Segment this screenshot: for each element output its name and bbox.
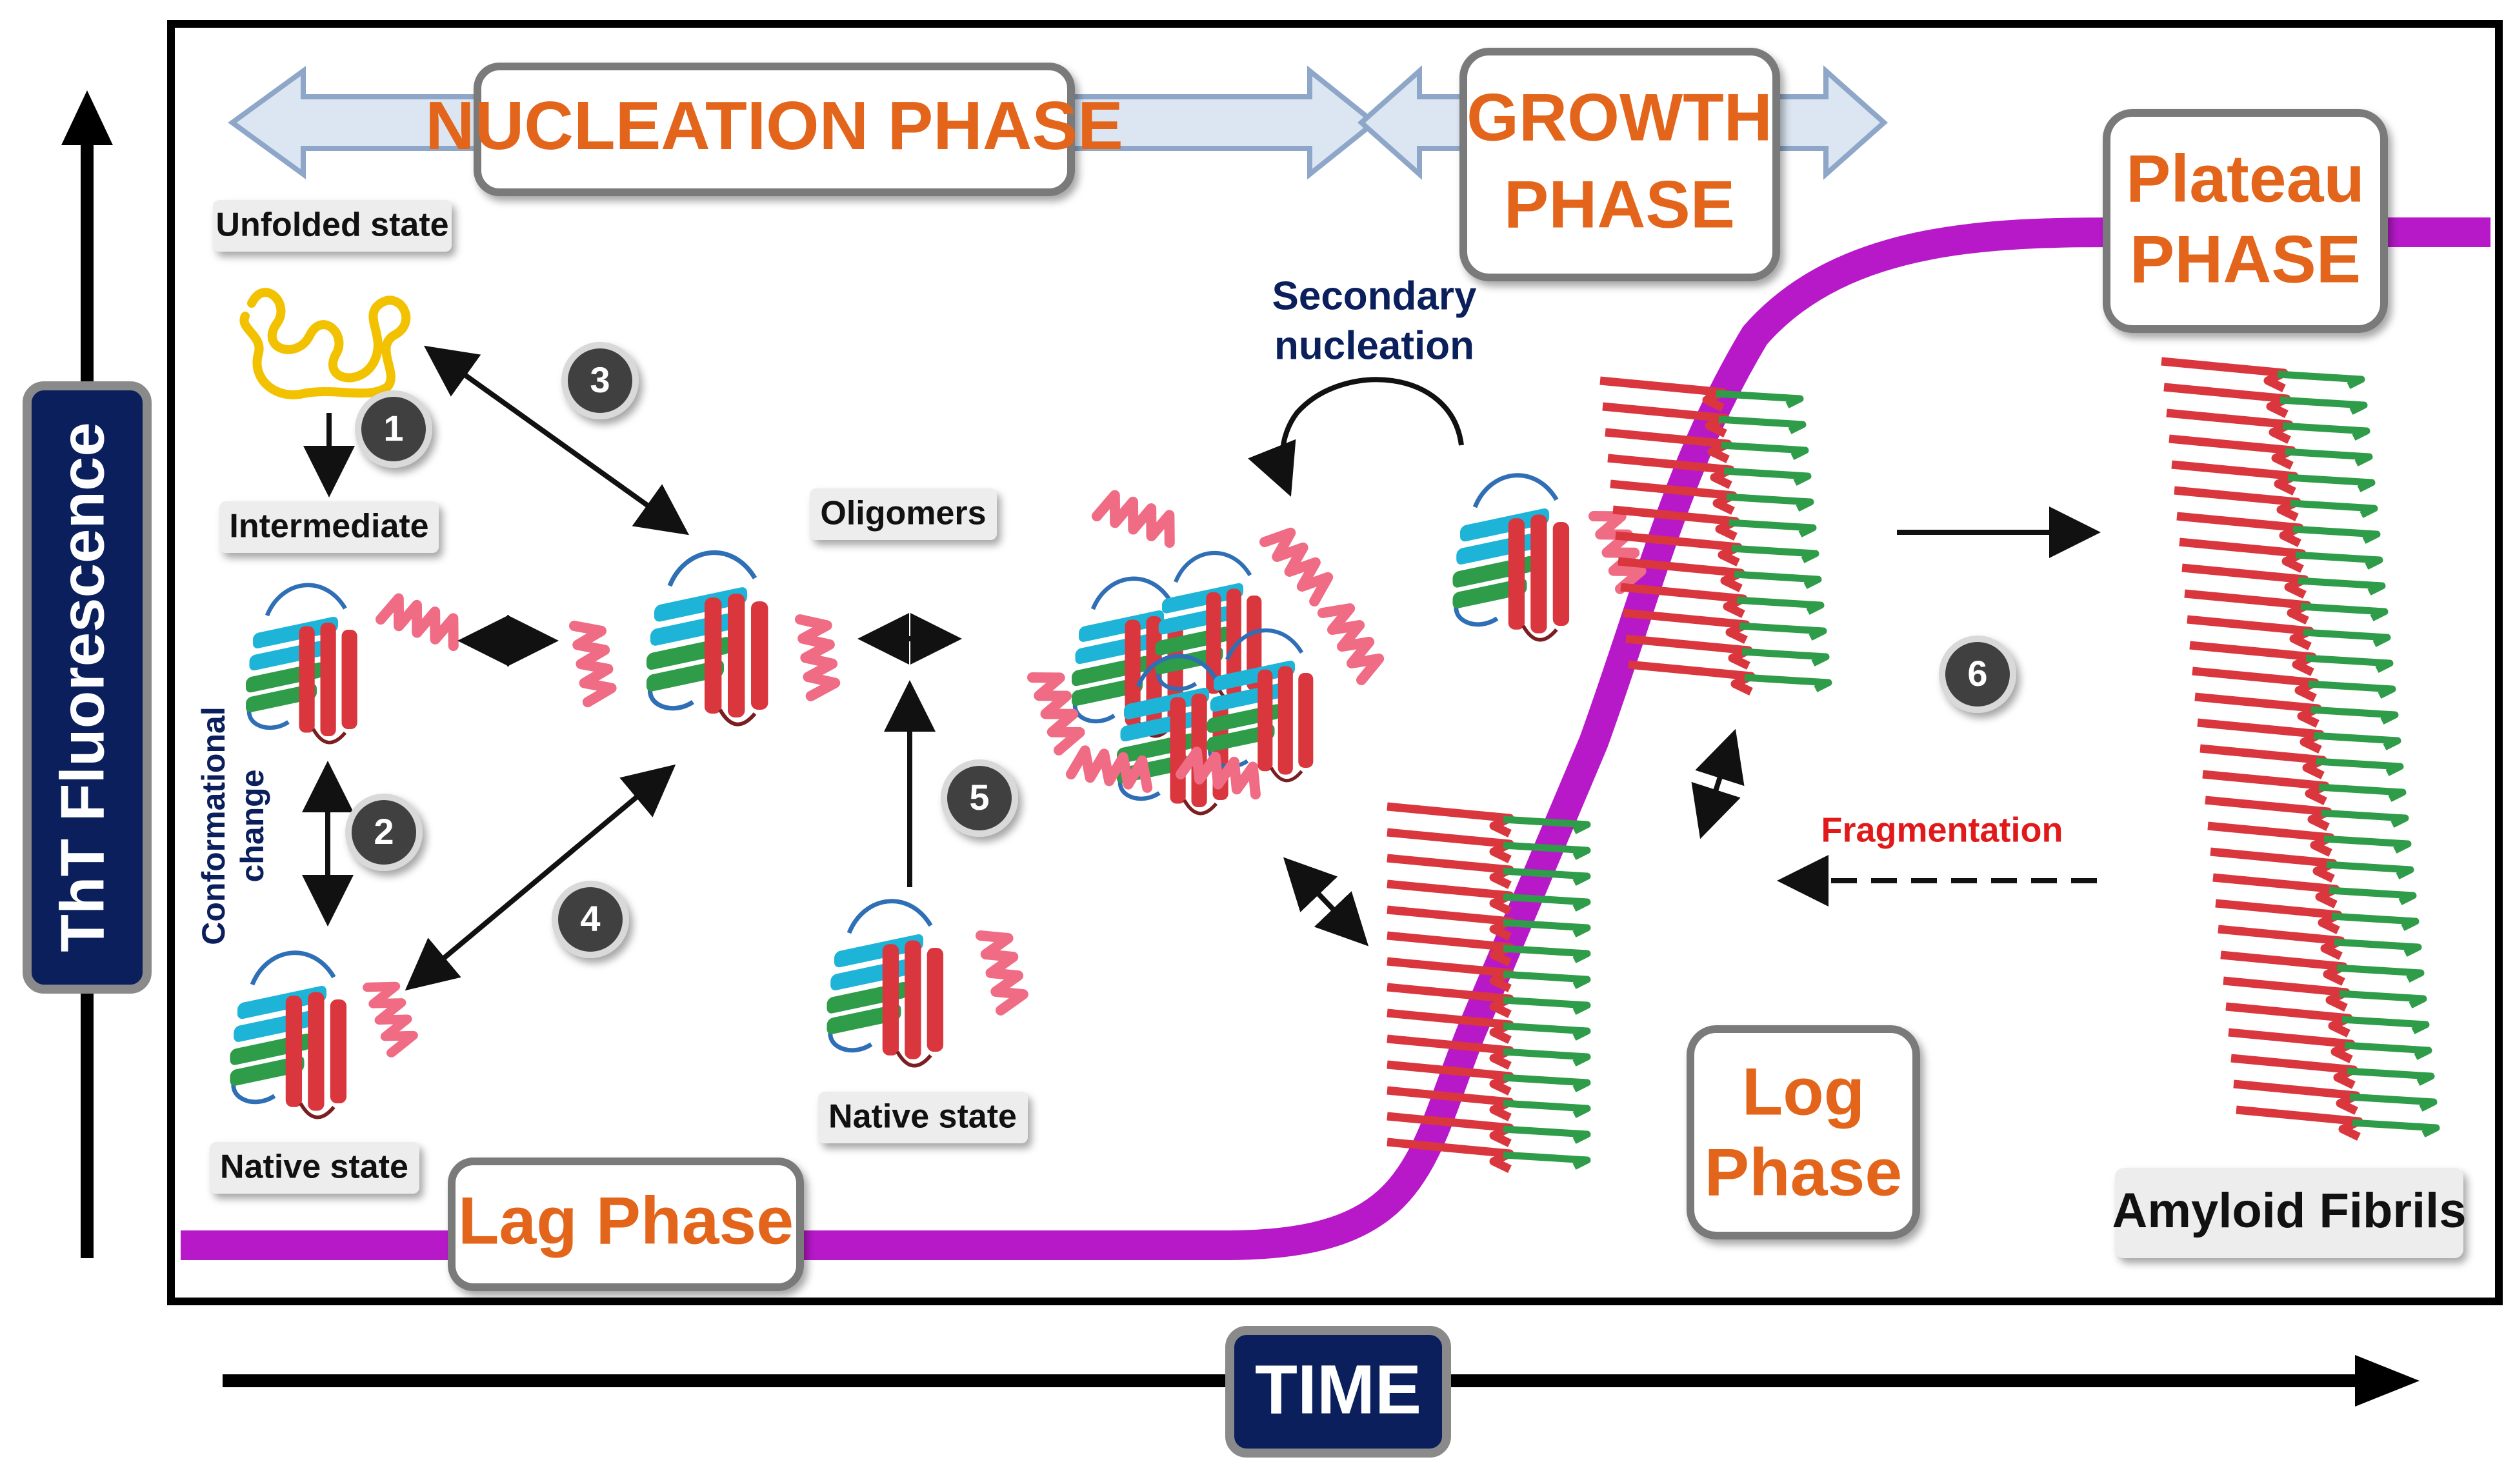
secondary-nucleation-label-line1: Secondary xyxy=(1272,274,1477,318)
x-axis-label: TIME xyxy=(1255,1350,1421,1429)
nucleation-phase-box xyxy=(474,63,1075,196)
growth-phase-box xyxy=(1459,48,1780,281)
native-state-center-label: Native state xyxy=(828,1098,1017,1136)
intermediate-tag xyxy=(219,501,439,553)
step-badge-1: 1 xyxy=(355,390,432,468)
step-number-5: 5 xyxy=(969,777,989,817)
y-axis-arrowhead xyxy=(61,90,113,145)
growth-phase-label-line1: GROWTH xyxy=(1467,80,1772,155)
step-number-3: 3 xyxy=(590,359,610,400)
plateau-phase-label-line2: PHASE xyxy=(2130,222,2361,297)
step-badge-2: 2 xyxy=(345,794,423,871)
native-state-left-label: Native state xyxy=(220,1148,408,1186)
unfolded-state-tag xyxy=(213,200,452,252)
y-axis-label-badge: ThT Fluorescence xyxy=(23,381,152,994)
plateau-phase-label-line1: Plateau xyxy=(2126,141,2365,216)
amyloid-fibrils-tag xyxy=(2115,1168,2463,1258)
log-phase-label-line1: Log xyxy=(1742,1054,1865,1129)
plateau-phase-box xyxy=(2103,109,2388,333)
arrow-oligomer-fibril-lower xyxy=(1283,857,1369,947)
x-axis-arrowhead xyxy=(2355,1355,2420,1407)
tht-sigmoid-curve xyxy=(181,217,2490,1260)
step-badge-5: 5 xyxy=(941,759,1018,837)
intermediate-label: Intermediate xyxy=(229,508,428,545)
native-state-left-tag xyxy=(210,1142,419,1194)
native-state-center-tag xyxy=(818,1092,1028,1143)
unfolded-state-label: Unfolded state xyxy=(215,206,448,244)
lag-phase-label: Lag Phase xyxy=(458,1183,794,1258)
x-axis-label-badge: TIME xyxy=(1225,1326,1451,1458)
secondary-nucleation-label-line2: nucleation xyxy=(1274,323,1474,368)
step-number-4: 4 xyxy=(580,898,600,939)
growth-phase-label-line2: PHASE xyxy=(1504,167,1735,242)
step-badge-6: 6 xyxy=(1939,636,2016,713)
y-axis-label: ThT Fluorescence xyxy=(48,422,117,952)
amyloid-fibrils-label: Amyloid Fibrils xyxy=(2112,1183,2467,1238)
step-number-2: 2 xyxy=(374,811,394,852)
arrow-fibril-lower-upper xyxy=(1691,728,1745,839)
lag-phase-box xyxy=(448,1158,804,1291)
nucleation-phase-label: NUCLEATION PHASE xyxy=(425,88,1123,164)
arrow-secondary-nucleation xyxy=(1248,377,1464,497)
arrow-unfolded-oligomer xyxy=(423,345,690,536)
log-phase-label-line2: Phase xyxy=(1705,1135,1902,1210)
unfolded-protein-icon xyxy=(239,288,411,399)
oligomers-label: Oligomers xyxy=(820,495,986,532)
conformational-change-label-line1: Conformational xyxy=(195,707,232,945)
arrow-native-oligomer xyxy=(405,764,676,991)
step-number-1: 1 xyxy=(383,408,403,448)
log-phase-box xyxy=(1687,1025,1920,1239)
step-badge-4: 4 xyxy=(552,881,629,958)
oligomers-tag xyxy=(810,488,997,540)
step-badge-3: 3 xyxy=(561,342,639,419)
fragmentation-label: Fragmentation xyxy=(1821,810,2063,849)
step-number-6: 6 xyxy=(1967,653,1987,694)
conformational-change-label-line2: change xyxy=(234,769,270,882)
